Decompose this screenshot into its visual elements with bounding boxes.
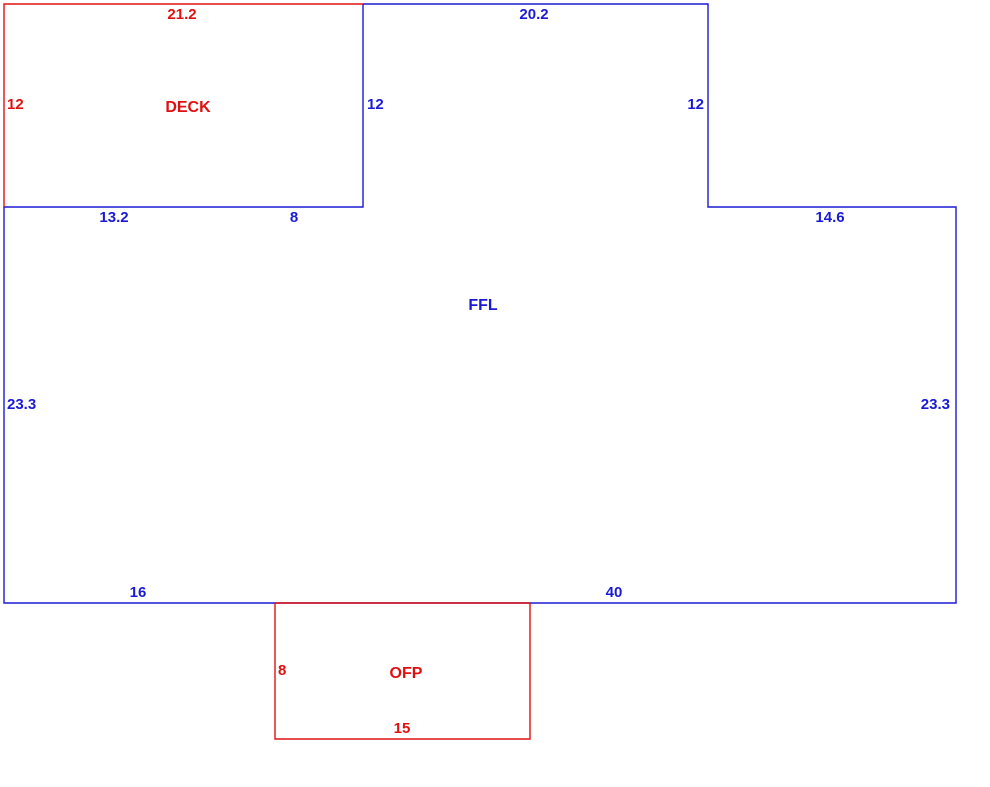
ofp-outline — [274, 603, 531, 740]
ffl-dim-left: 23.3 — [7, 396, 36, 413]
ffl-dim-bottom-right: 40 — [606, 584, 623, 601]
ffl-dim-left-top-inner: 8 — [290, 209, 298, 226]
ffl-dim-right-top: 14.6 — [815, 209, 844, 226]
ffl-dim-top-bump: 20.2 — [519, 6, 548, 23]
deck-area-label: DECK — [165, 99, 211, 116]
ofp-dim-left: 8 — [278, 662, 286, 679]
ffl-dim-right: 23.3 — [921, 396, 950, 413]
ffl-dim-left-top: 13.2 — [99, 209, 128, 226]
ffl-dim-bump-right: 12 — [687, 96, 704, 113]
deck-dim-left: 12 — [7, 96, 24, 113]
ffl-dim-bottom-left: 16 — [130, 584, 147, 601]
deck-dim-top: 21.2 — [167, 6, 196, 23]
ofp-area-label: OFP — [390, 665, 423, 682]
deck-outline — [3, 3, 363, 207]
ffl-area-label: FFL — [468, 297, 498, 314]
ofp-dim-bottom: 15 — [394, 720, 411, 737]
ffl-outline — [3, 3, 957, 604]
ffl-dim-bump-left: 12 — [367, 96, 384, 113]
